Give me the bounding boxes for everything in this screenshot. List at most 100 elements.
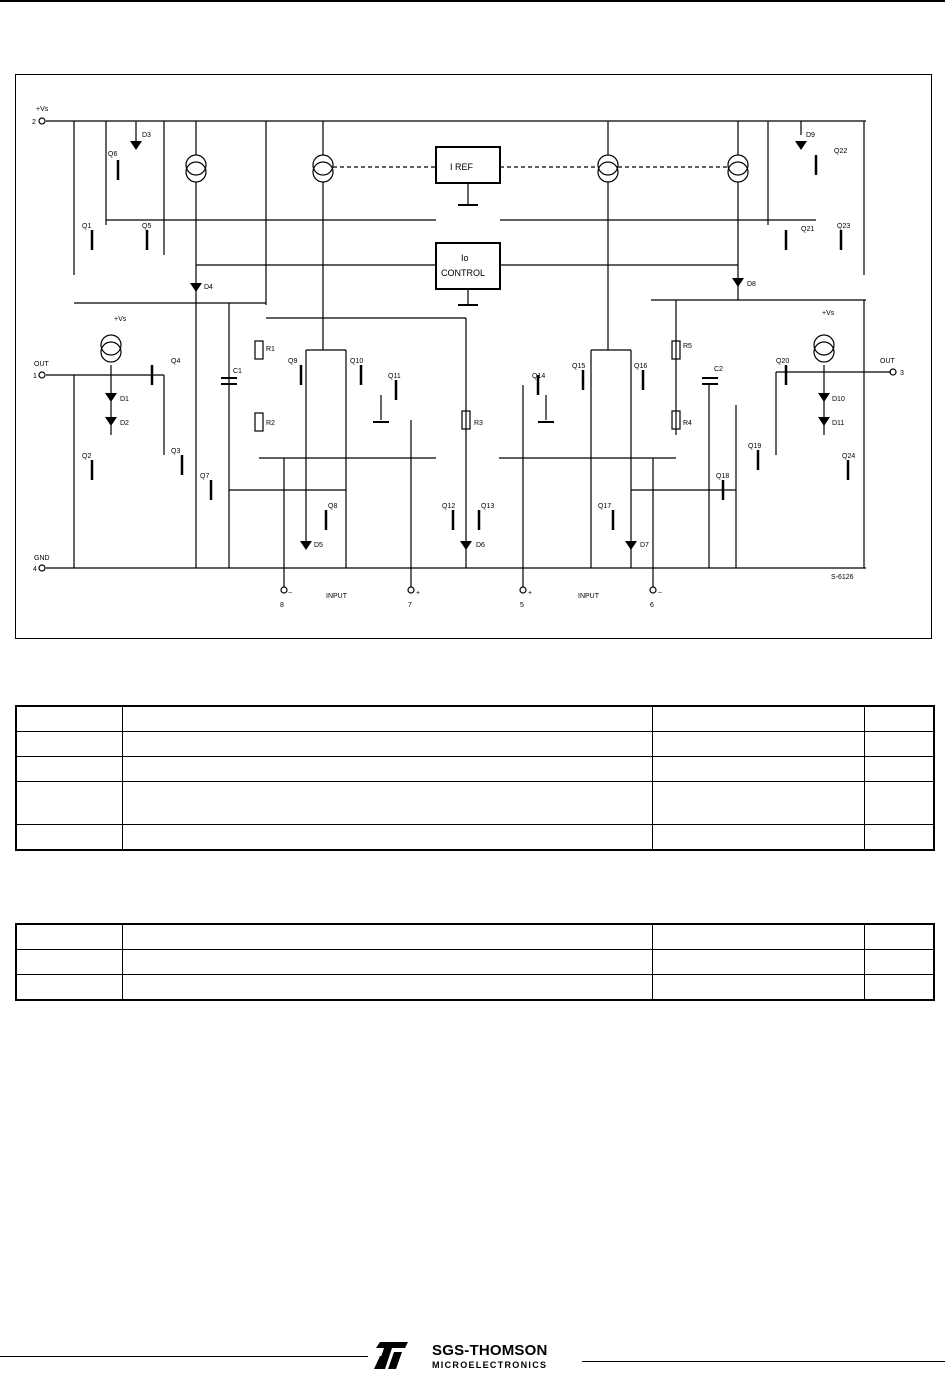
table-row xyxy=(15,781,935,825)
input-right-label: INPUT xyxy=(578,593,600,600)
q15-label: Q15 xyxy=(572,363,585,370)
c1-label: C1 xyxy=(233,368,242,375)
table-cell xyxy=(863,974,935,1001)
table-cell xyxy=(121,756,653,782)
q18-label: Q18 xyxy=(716,473,729,480)
io-label: Io xyxy=(461,253,469,263)
schematic-diagram: +Vs 2 OUT 1 GND 4 OUT 3 I REF Io CONTROL… xyxy=(15,74,932,639)
out1-label: OUT xyxy=(34,361,50,368)
pin5-label: 5 xyxy=(520,602,524,609)
q7-label: Q7 xyxy=(200,473,209,480)
minus-sign-right: − xyxy=(658,590,662,597)
plus-sign-right: + xyxy=(528,590,532,597)
q11-label: Q11 xyxy=(388,373,401,380)
q14-label: Q14 xyxy=(532,373,545,380)
brand-subtitle: MICROELECTRONICS xyxy=(432,1360,548,1370)
table-cell xyxy=(121,949,653,975)
q12-label: Q12 xyxy=(442,503,455,510)
brand-name: SGS-THOMSON xyxy=(432,1342,548,1359)
table-cell xyxy=(863,731,935,757)
minus-sign-left: − xyxy=(288,590,292,597)
table-cell xyxy=(121,923,653,950)
d5-label: D5 xyxy=(314,542,323,549)
q17-label: Q17 xyxy=(598,503,611,510)
pin3-label: 3 xyxy=(900,370,904,377)
table-cell xyxy=(15,824,123,851)
table-row xyxy=(15,731,935,757)
table-cell xyxy=(121,781,653,825)
q4-label: Q4 xyxy=(171,358,180,365)
d10-label: D10 xyxy=(832,396,845,403)
q6-label: Q6 xyxy=(108,151,117,158)
d1-label: D1 xyxy=(120,396,129,403)
vs-local-left: +Vs xyxy=(114,316,127,323)
q19-label: Q19 xyxy=(748,443,761,450)
d3-label: D3 xyxy=(142,132,151,139)
out3-label: OUT xyxy=(880,358,896,365)
q21-label: Q21 xyxy=(801,226,814,233)
vs-label: +Vs xyxy=(36,106,49,113)
r4-label: R4 xyxy=(683,420,692,427)
q1-label: Q1 xyxy=(82,223,91,230)
r1-label: R1 xyxy=(266,346,275,353)
pin7-label: 7 xyxy=(408,602,412,609)
footer-rule-right xyxy=(582,1361,945,1362)
table-row xyxy=(15,923,935,950)
r3-label: R3 xyxy=(474,420,483,427)
iref-label: I REF xyxy=(450,162,474,172)
c2-label: C2 xyxy=(714,366,723,373)
q13-label: Q13 xyxy=(481,503,494,510)
table-cell xyxy=(651,974,865,1001)
table-cell xyxy=(863,824,935,851)
table-cell xyxy=(863,949,935,975)
q23-label: Q23 xyxy=(837,223,850,230)
table-cell xyxy=(121,974,653,1001)
r5-label: R5 xyxy=(683,343,692,350)
pin8-left-label: 8 xyxy=(280,602,284,609)
table-cell xyxy=(15,974,123,1001)
table-cell xyxy=(651,781,865,825)
table-row xyxy=(15,824,935,851)
table-cell xyxy=(651,824,865,851)
table-cell xyxy=(15,731,123,757)
q16-label: Q16 xyxy=(634,363,647,370)
table-cell xyxy=(651,949,865,975)
d8-label: D8 xyxy=(747,281,756,288)
table-cell xyxy=(651,756,865,782)
table-cell xyxy=(15,705,123,732)
control-label: CONTROL xyxy=(441,268,485,278)
d9-label: D9 xyxy=(806,132,815,139)
drawing-code: S-6126 xyxy=(831,574,854,581)
d6-label: D6 xyxy=(476,542,485,549)
st-logo-icon xyxy=(374,1342,408,1369)
absolute-ratings-table xyxy=(15,705,935,851)
table-cell xyxy=(863,923,935,950)
plus-sign-left: + xyxy=(416,590,420,597)
table-cell xyxy=(863,705,935,732)
top-rule xyxy=(0,0,945,2)
d4-label: D4 xyxy=(204,284,213,291)
pin6-label: 6 xyxy=(650,602,654,609)
thermal-data-table xyxy=(15,923,935,1001)
vs-local-right: +Vs xyxy=(822,310,835,317)
q10-label: Q10 xyxy=(350,358,363,365)
pin1-label: 1 xyxy=(33,373,37,380)
table-cell xyxy=(121,731,653,757)
table-row xyxy=(15,756,935,782)
schematic-svg: +Vs 2 OUT 1 GND 4 OUT 3 I REF Io CONTROL… xyxy=(32,106,904,609)
q9-label: Q9 xyxy=(288,358,297,365)
pin4-label: 4 xyxy=(33,566,37,573)
q22-label: Q22 xyxy=(834,148,847,155)
table-cell xyxy=(15,923,123,950)
q20-label: Q20 xyxy=(776,358,789,365)
table-cell xyxy=(863,756,935,782)
q3-label: Q3 xyxy=(171,448,180,455)
table-cell xyxy=(15,949,123,975)
input-left-label: INPUT xyxy=(326,593,348,600)
table-cell xyxy=(121,824,653,851)
table-cell xyxy=(15,781,123,825)
table-cell xyxy=(121,705,653,732)
r2-label: R2 xyxy=(266,420,275,427)
table-cell xyxy=(651,923,865,950)
gnd-label: GND xyxy=(34,555,50,562)
